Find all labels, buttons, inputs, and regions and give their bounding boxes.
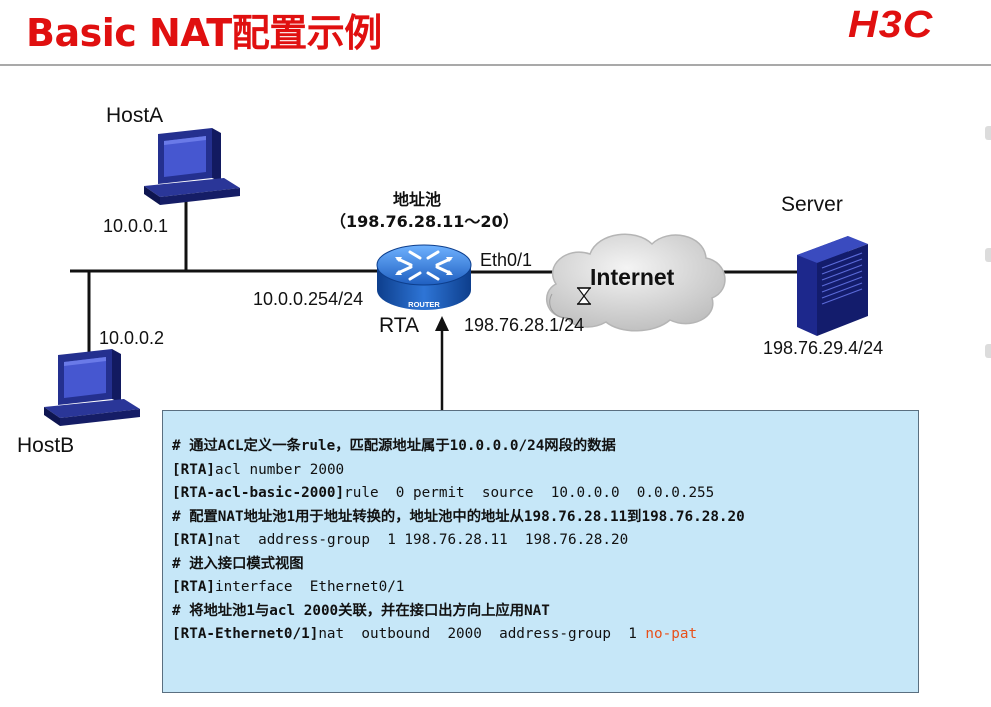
address-pool-range: （198.76.28.11～20） [330, 212, 519, 231]
cli-command: rule 0 permit source 10.0.0.0 0.0.0.255 [344, 485, 715, 501]
router-rta-icon [376, 244, 472, 310]
server-icon [797, 236, 868, 336]
internet-cloud-icon [546, 233, 726, 332]
cli-command: nat outbound 2000 address-group 1 [318, 626, 646, 642]
cli-command: interface Ethernet0/1 [215, 579, 405, 595]
hosta-computer-icon [144, 128, 240, 205]
config-commands-box: # 通过ACL定义一条rule，匹配源地址属于10.0.0.0/24网段的数据 … [162, 410, 919, 693]
router-badge-label: ROUTER [408, 300, 440, 309]
hostb-ip-label: 10.0.0.2 [99, 328, 165, 348]
cli-prompt: [RTA] [172, 461, 216, 478]
edge-marker [985, 248, 991, 262]
router-outside-interface-label: Eth0/1 [480, 250, 533, 270]
config-comment-line: # 通过ACL定义一条rule，匹配源地址属于10.0.0.0/24网段的数据 [172, 438, 616, 454]
internet-label: Internet [590, 264, 675, 290]
config-command-line: [RTA]acl number 2000 [172, 459, 918, 483]
config-command-line: [RTA-acl-basic-2000]rule 0 permit source… [172, 482, 918, 506]
hourglass-cursor-icon [576, 287, 592, 305]
cli-prompt: [RTA] [172, 579, 216, 595]
cli-command: nat address-group 1 198.76.28.11 198.76.… [215, 532, 629, 548]
router-inside-ip-label: 10.0.0.254/24 [253, 289, 364, 309]
server-label: Server [781, 193, 843, 216]
config-comment-line: # 配置NAT地址池1用于地址转换的，地址池中的地址从198.76.28.11到… [172, 508, 745, 525]
header-divider [0, 64, 991, 66]
config-command-line: [RTA]nat address-group 1 198.76.28.11 19… [172, 529, 918, 553]
no-pat-keyword: no-pat [645, 626, 698, 642]
hosta-ip-label: 10.0.0.1 [103, 216, 169, 236]
cli-prompt: [RTA-Ethernet0/1] [172, 626, 319, 642]
edge-marker [985, 344, 991, 358]
cli-prompt: [RTA-acl-basic-2000] [172, 485, 345, 501]
config-comment-line: # 将地址池1与acl 2000关联，并在接口出方向上应用NAT [172, 602, 550, 619]
h3c-logo: H3C [848, 4, 934, 46]
hosta-label: HostA [106, 104, 164, 127]
cli-prompt: [RTA] [172, 532, 216, 548]
router-outside-ip-label: 198.76.28.1/24 [464, 315, 585, 335]
hostb-label: HostB [17, 434, 75, 457]
config-comment-line: # 进入接口模式视图 [172, 555, 304, 572]
config-command-line: [RTA-Ethernet0/1]nat outbound 2000 addre… [172, 623, 918, 647]
hostb-computer-icon [44, 349, 140, 426]
slide-title: Basic NAT配置示例 [26, 11, 382, 55]
edge-marker [985, 126, 991, 140]
config-pointer-arrowhead [435, 316, 449, 331]
server-ip-label: 198.76.29.4/24 [763, 338, 884, 358]
config-command-line: [RTA]interface Ethernet0/1 [172, 576, 918, 600]
cli-command: acl number 2000 [215, 461, 345, 478]
router-name-label: RTA [379, 314, 420, 337]
address-pool-title: 地址池 [393, 190, 442, 209]
